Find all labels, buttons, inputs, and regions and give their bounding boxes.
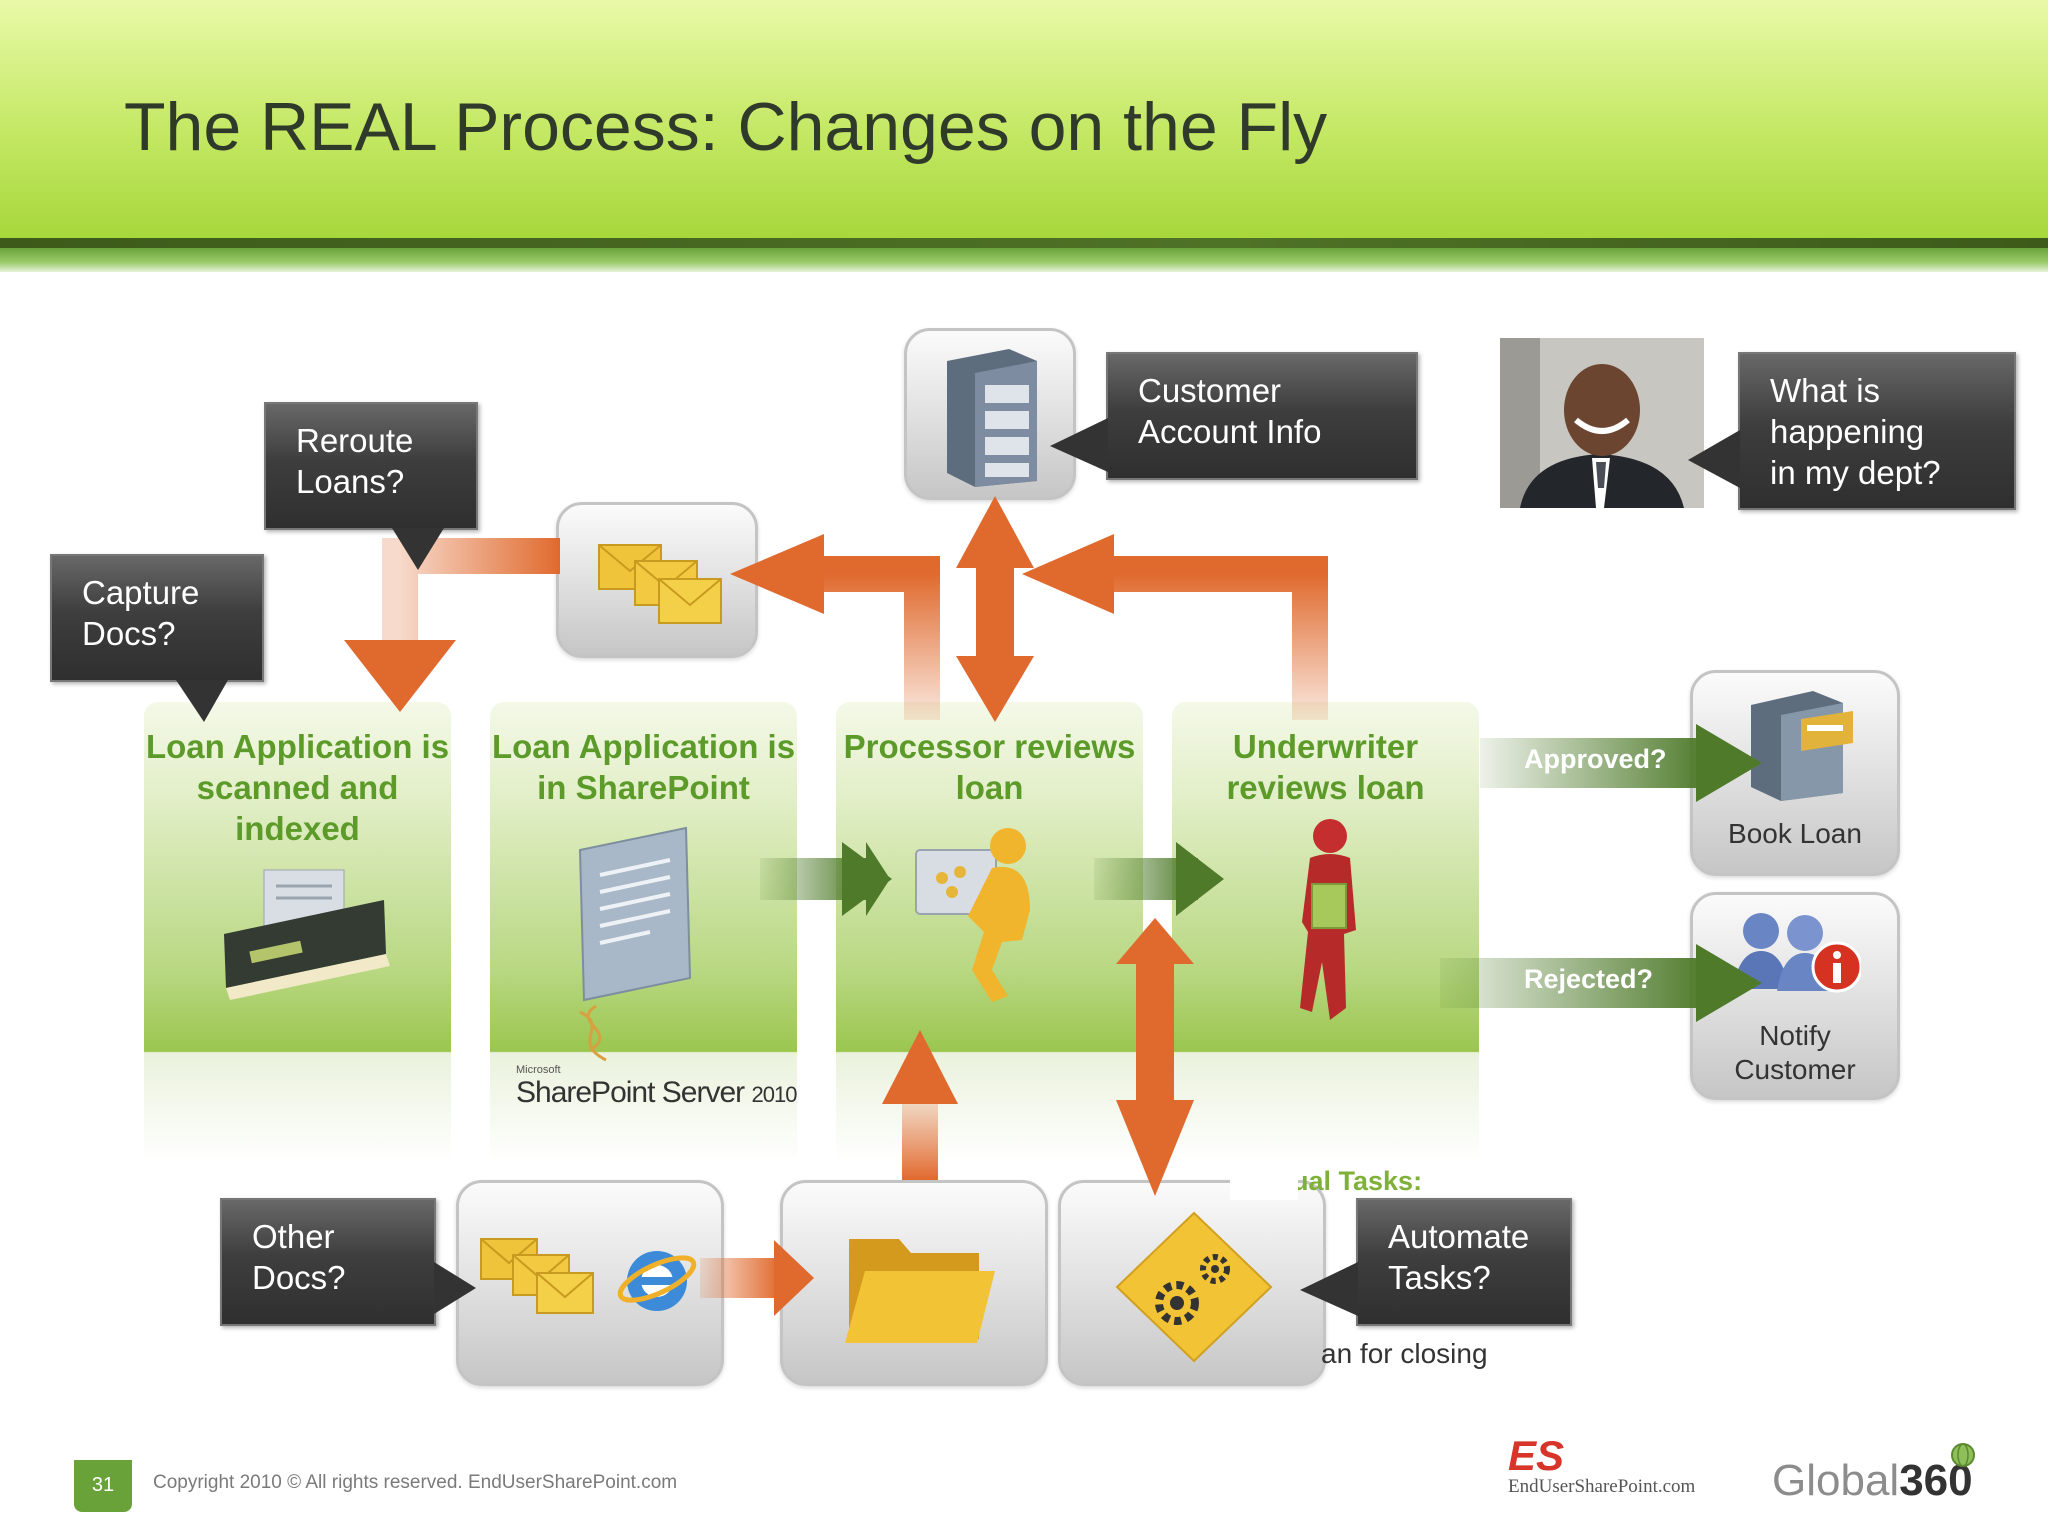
customer-account-pointer [1050, 418, 1108, 472]
stage-title-processor: Processor reviews loan [843, 728, 1136, 806]
document-icon [578, 826, 692, 1002]
banner-stripe-light [0, 248, 2048, 272]
other-docs-pointer [434, 1262, 476, 1314]
stage-scanned: Loan Application is scanned and indexed [144, 702, 451, 1162]
customer-account-callout: Customer Account Info [1106, 352, 1418, 480]
automate-tasks-text: Automate Tasks? [1388, 1218, 1530, 1296]
gears-icon [1115, 1211, 1273, 1363]
book-loan-tile[interactable]: Book Loan [1690, 670, 1900, 876]
envelopes-icon [480, 1238, 594, 1314]
copyright-text: Copyright 2010 © All rights reserved. En… [153, 1472, 678, 1493]
processor-to-mail-arrow-head [730, 534, 824, 614]
reroute-arrow-head [344, 640, 456, 712]
approved-label: Approved? [1524, 744, 1667, 774]
manager-photo [1500, 338, 1704, 508]
capture-docs-text: Capture Docs? [82, 574, 200, 652]
stage-title-sharepoint: Loan Application is in SharePoint [491, 728, 796, 806]
other-docs-callout: Other Docs? [220, 1198, 436, 1326]
underwriter-to-processor-arrow-head [1022, 534, 1114, 614]
what-happening-callout: What is happening in my dept? [1738, 352, 2016, 510]
folder-icon [845, 1239, 995, 1343]
notify-customer-tile[interactable]: Notify Customer [1690, 892, 1900, 1100]
what-happening-text: What is happening in my dept? [1770, 372, 1941, 491]
es-logo-name: EndUserSharePoint.com [1508, 1476, 1696, 1497]
automate-tasks-pointer [1300, 1262, 1358, 1316]
customer-account-text: Customer Account Info [1138, 372, 1322, 450]
folder-to-processor-arrow-head [882, 1030, 958, 1104]
manual-task-line: an for closing [1321, 1338, 1488, 1369]
sharepoint-swirl-icon [579, 1004, 607, 1062]
docs-to-folder-arrow [700, 1258, 780, 1298]
automation-link-head-up [1116, 918, 1194, 964]
automation-link-shaft [1136, 964, 1174, 1104]
capture-docs-pointer [176, 680, 228, 722]
sharepoint-logo-microsoft: Microsoft [516, 1064, 561, 1076]
docs-to-folder-arrow-head [774, 1240, 814, 1316]
scanner-icon [224, 869, 390, 1000]
underwriter-to-processor-arrow [1110, 556, 1328, 720]
reroute-loans-pointer [392, 528, 444, 570]
people-info-icon [1733, 913, 1861, 993]
what-happening-pointer [1688, 430, 1740, 488]
underwriter-person-icon [1300, 819, 1356, 1020]
filing-drawer-icon [1751, 691, 1853, 801]
folder-to-processor-arrow [902, 1100, 938, 1180]
envelopes-icon [598, 544, 722, 624]
reroute-loans-text: Reroute Loans? [296, 422, 414, 500]
rejected-label: Rejected? [1524, 964, 1654, 994]
global360-logo: Global360 [1772, 1456, 1973, 1506]
processor-person-icon [915, 828, 1030, 1002]
automation-tile [1058, 1180, 1326, 1386]
database-link-shaft [976, 566, 1014, 658]
book-loan-label: Book Loan [1728, 818, 1862, 849]
capture-docs-callout: Capture Docs? [50, 554, 264, 682]
folder-tile [780, 1180, 1048, 1386]
sharepoint-logo-name: SharePoint [516, 1076, 655, 1109]
globe-icon [1951, 1443, 1975, 1467]
file-cabinet-icon [947, 349, 1037, 487]
approved-arrow-head [1696, 724, 1762, 802]
es-logo-mark: ES [1508, 1432, 1565, 1479]
banner-stripe [0, 238, 2048, 248]
reroute-loans-callout: Reroute Loans? [264, 402, 478, 530]
es-logo: ES EndUserSharePoint.com [1508, 1432, 1696, 1498]
automation-link-head-down [1116, 1100, 1194, 1196]
notify-customer-label: Notify Customer [1734, 1020, 1856, 1085]
browser-icon [617, 1251, 697, 1311]
sharepoint-logo-server: Server [661, 1076, 745, 1109]
title-banner [0, 0, 2048, 240]
approved-arrow [1480, 738, 1710, 788]
database-link-head-up [956, 496, 1034, 568]
database-link-head-down [956, 656, 1034, 722]
other-docs-text: Other Docs? [252, 1218, 346, 1296]
stage-title-scanned: Loan Application is scanned and indexed [145, 728, 450, 847]
automate-tasks-callout: Automate Tasks? [1356, 1198, 1572, 1326]
rejected-arrow-head [1696, 944, 1762, 1022]
rejected-arrow [1440, 958, 1710, 1008]
sharepoint-logo-year: 2010 [751, 1082, 797, 1107]
mail-tile [556, 502, 758, 658]
global360-logo-a: Global [1772, 1456, 1900, 1505]
database-tile [904, 328, 1076, 500]
reroute-arrow [382, 538, 560, 640]
processor-to-mail-arrow [820, 556, 940, 720]
green-arrow-2-head [1176, 842, 1224, 916]
stage-title-underwriter: Underwriter reviews loan [1226, 728, 1425, 806]
sharepoint-logo: Microsoft SharePoint Server 2010 [516, 1064, 797, 1110]
stage-processor: Processor reviews loan [836, 702, 1143, 1162]
page-title: The REAL Process: Changes on the Fly [124, 89, 1328, 165]
page-number: 31 [74, 1460, 132, 1512]
tasks-occluder [1230, 1160, 1298, 1200]
